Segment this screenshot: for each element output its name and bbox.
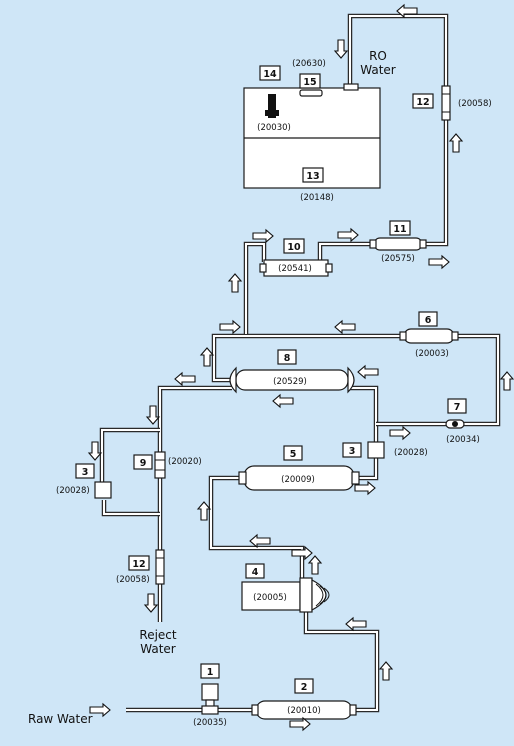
flow-restrictor-valve-right [367, 441, 385, 459]
captions: RO Water Reject Water Raw Water [28, 49, 396, 726]
flow-arrow-up-icon [307, 555, 323, 575]
raw-water-label: Raw Water [28, 712, 93, 726]
post-filter-6 [399, 328, 459, 344]
component-5-number: 5 [290, 449, 297, 460]
part-label-12-lower: (20058) [116, 575, 150, 585]
flow-arrow-right-icon [291, 545, 313, 561]
flow-arrow-left-icon [174, 371, 196, 387]
connector-12-upper [441, 85, 451, 121]
component-8-number: 8 [284, 353, 291, 364]
part-label-2: (20010) [287, 706, 321, 716]
flow-arrow-up-icon [378, 661, 394, 681]
flow-arrow-left-icon [249, 533, 271, 549]
booster-pump [241, 577, 330, 613]
part-label-5: (20009) [281, 475, 315, 485]
part-label-12-upper: (20058) [458, 99, 492, 109]
part-label-10: (20541) [278, 264, 312, 274]
flow-arrows [87, 3, 514, 732]
ro-water-label-line1: RO [369, 49, 387, 63]
flow-arrow-right-icon [389, 425, 411, 441]
component-14-number: 14 [263, 69, 277, 80]
component-12-lower-number: 12 [132, 559, 145, 570]
post-filter-10 [259, 259, 333, 277]
flow-arrow-up-icon [448, 133, 464, 153]
flow-arrow-up-icon [499, 371, 514, 391]
reject-water-label-line1: Reject [139, 628, 176, 642]
flow-arrow-right-icon [219, 319, 241, 335]
part-label-1: (20035) [193, 718, 227, 728]
flow-arrow-up-icon [227, 273, 243, 293]
part-label-3-right: (20028) [394, 448, 428, 458]
part-label-7: (20034) [446, 435, 480, 445]
flow-arrow-right-icon [289, 716, 311, 732]
component-number-boxes: 1 2 3 3 4 5 6 7 8 9 10 11 12 12 13 14 15 [75, 65, 467, 694]
flow-arrow-left-icon [357, 364, 379, 380]
components [94, 85, 465, 720]
flow-restrictor-valve-left [94, 481, 112, 499]
reject-water-label-line2: Water [140, 642, 176, 656]
component-13-number: 13 [306, 171, 319, 182]
part-number-labels: (20035) (20010) (20028) (20028) (20005) … [56, 59, 492, 728]
check-valve-7 [445, 419, 465, 429]
part-label-14: (20030) [257, 123, 291, 133]
flow-arrow-down-icon [145, 405, 161, 425]
part-label-11: (20575) [381, 254, 415, 264]
ro-membrane-8 [229, 366, 355, 394]
component-7-number: 7 [454, 402, 461, 413]
flow-arrow-right-icon [354, 480, 376, 496]
component-6-number: 6 [425, 315, 432, 326]
part-label-15: (20630) [292, 59, 326, 69]
flow-arrow-right-icon [89, 702, 111, 718]
part-label-4: (20005) [253, 593, 287, 603]
component-9-number: 9 [140, 458, 147, 469]
connector-12-lower [155, 549, 165, 585]
component-1-number: 1 [207, 667, 214, 678]
flow-arrow-down-icon [143, 593, 159, 613]
flow-arrow-down-icon [333, 39, 349, 59]
carbon-filter-5 [238, 465, 360, 491]
part-label-13: (20148) [300, 193, 334, 203]
inlet-solenoid-valve [201, 683, 219, 715]
component-2-number: 2 [301, 682, 308, 693]
pipe-network [99, 13, 501, 713]
flow-arrow-right-icon [252, 228, 274, 244]
component-4-number: 4 [252, 567, 259, 578]
flow-arrow-right-icon [337, 227, 359, 243]
ro-water-label-line2: Water [360, 63, 396, 77]
flow-arrow-down-icon [87, 441, 103, 461]
component-10-number: 10 [287, 242, 301, 253]
part-label-6: (20003) [415, 349, 449, 359]
flow-arrow-right-icon [428, 254, 450, 270]
flow-arrow-left-icon [334, 319, 356, 335]
flow-arrow-left-icon [272, 393, 294, 409]
component-15-number: 15 [303, 77, 316, 88]
flow-arrow-left-icon [345, 616, 367, 632]
flow-meter-9 [154, 451, 166, 479]
flow-arrow-up-icon [199, 347, 215, 367]
component-11-number: 11 [393, 224, 406, 235]
inline-filter-11 [369, 237, 427, 251]
flow-arrow-left-icon [396, 3, 418, 19]
part-label-3-left: (20028) [56, 486, 90, 496]
flow-arrow-up-icon [196, 501, 212, 521]
part-label-8: (20529) [273, 377, 307, 387]
component-3-right-number: 3 [349, 446, 356, 457]
component-12-upper-number: 12 [416, 97, 429, 108]
component-3-left-number: 3 [82, 467, 89, 478]
part-label-9: (20020) [168, 457, 202, 467]
